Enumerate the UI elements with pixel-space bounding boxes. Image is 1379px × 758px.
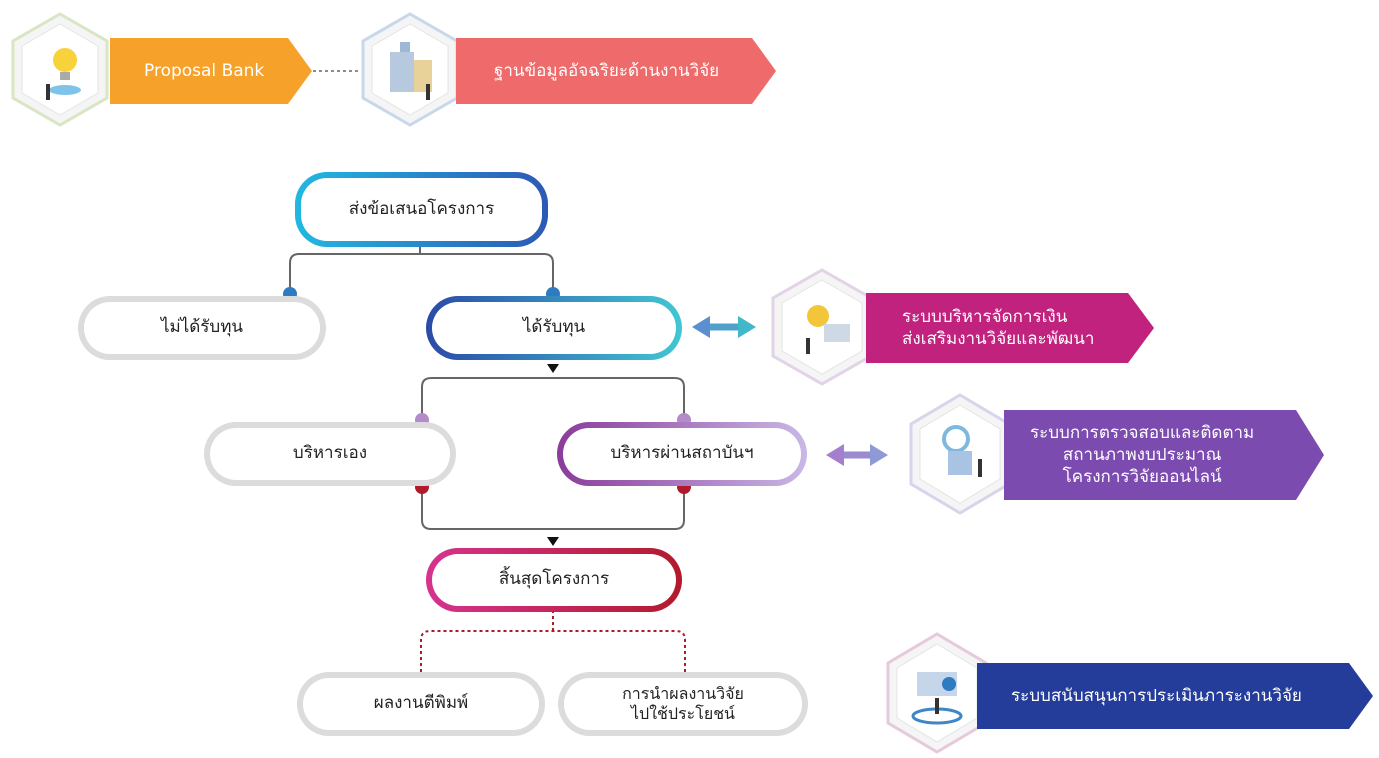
publication-label: ผลงานตีพิมพ์ (373, 693, 469, 714)
monitoring-link-arrow (826, 444, 888, 466)
self-managed-node[interactable]: บริหารเอง (210, 428, 450, 480)
utilization-node[interactable]: การนำผลงานวิจัย ไปใช้ประโยชน์ (564, 678, 802, 730)
finance-system-label: ระบบบริหารจัดการเงิน ส่งเสริมงานวิจัยและ… (902, 306, 1095, 349)
submit-proposal-node[interactable]: ส่งข้อเสนอโครงการ (301, 178, 542, 241)
not-funded-node[interactable]: ไม่ได้รับทุน (84, 302, 320, 354)
via-institute-node[interactable]: บริหารผ่านสถาบันฯ (563, 428, 801, 480)
evaluation-system-label: ระบบสนับสนุนการประเมินภาระงานวิจัย (1011, 685, 1302, 706)
research-database-label: ฐานข้อมูลอัจฉริยะด้านงานวิจัย (494, 60, 720, 81)
submit-proposal-label: ส่งข้อเสนอโครงการ (348, 198, 495, 219)
not-funded-label: ไม่ได้รับทุน (160, 317, 244, 338)
arrow-down-icon (547, 364, 559, 373)
arrow-down-icon (547, 537, 559, 546)
funded-node[interactable]: ได้รับทุน (432, 302, 676, 354)
project-end-label: สิ้นสุดโครงการ (498, 569, 610, 590)
monitoring-system-hex-icon (909, 393, 1011, 515)
evaluation-system-hex-icon (886, 632, 988, 754)
publication-node[interactable]: ผลงานตีพิมพ์ (303, 678, 539, 730)
finance-system-hex-icon (771, 268, 873, 386)
finance-link-arrow (692, 316, 756, 338)
research-database-hex-icon (361, 12, 459, 127)
proposal-bank-label: Proposal Bank (144, 60, 265, 81)
proposal-bank-hex-icon (11, 12, 109, 127)
evaluation-system-banner[interactable]: ระบบสนับสนุนการประเมินภาระงานวิจัย (977, 663, 1373, 729)
proposal-bank-banner[interactable]: Proposal Bank (110, 38, 312, 104)
self-managed-label: บริหารเอง (292, 443, 368, 464)
finance-system-banner[interactable]: ระบบบริหารจัดการเงิน ส่งเสริมงานวิจัยและ… (866, 293, 1154, 363)
monitoring-system-banner[interactable]: ระบบการตรวจสอบและติดตาม สถานภาพงบประมาณ … (1004, 410, 1324, 500)
project-end-node[interactable]: สิ้นสุดโครงการ (432, 554, 676, 606)
monitoring-system-label: ระบบการตรวจสอบและติดตาม สถานภาพงบประมาณ … (1030, 422, 1255, 488)
research-database-banner[interactable]: ฐานข้อมูลอัจฉริยะด้านงานวิจัย (456, 38, 776, 104)
via-institute-label: บริหารผ่านสถาบันฯ (610, 443, 754, 464)
funded-label: ได้รับทุน (522, 317, 586, 338)
utilization-label: การนำผลงานวิจัย ไปใช้ประโยชน์ (622, 684, 744, 723)
